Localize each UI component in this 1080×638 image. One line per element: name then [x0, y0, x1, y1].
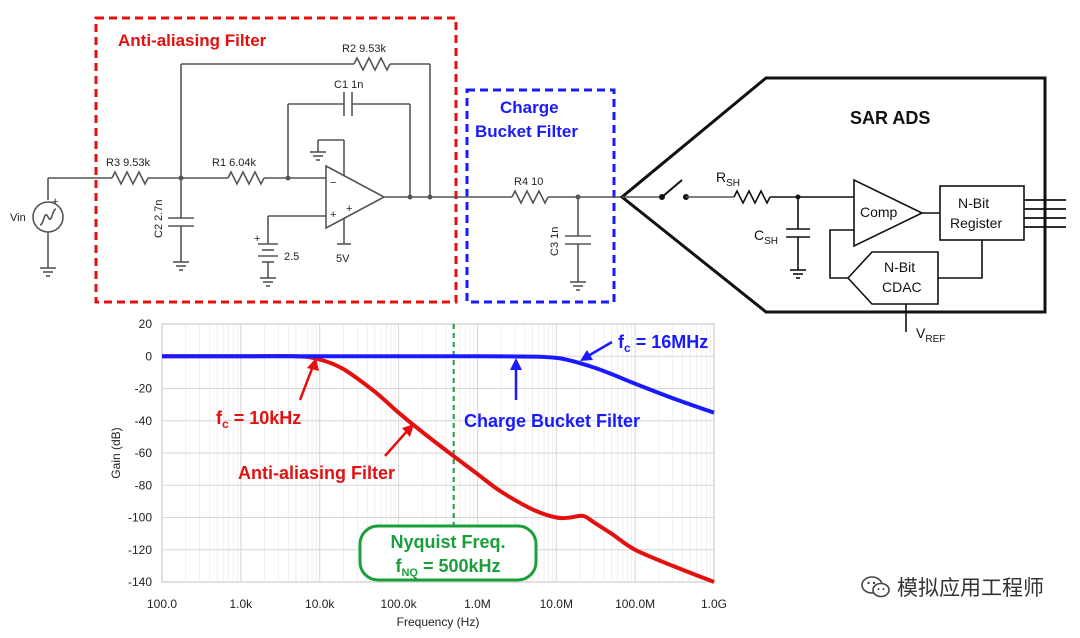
y-tick-label: -120 — [128, 543, 152, 557]
r2-label: R2 9.53k — [342, 43, 387, 55]
x-tick-label: 10.0M — [540, 597, 573, 611]
ground-icon — [173, 261, 189, 271]
r3-label: R3 9.53k — [106, 157, 151, 169]
svg-text:−: − — [330, 177, 336, 189]
annotation-arrows — [298, 340, 613, 457]
r1-resistor — [227, 170, 265, 186]
register-label-line2: Register — [950, 215, 1002, 231]
c1-label: C1 1n — [334, 79, 363, 91]
y-tick-label: -140 — [128, 575, 152, 589]
comparator — [853, 178, 924, 248]
watermark: 模拟应用工程师 — [861, 572, 1044, 602]
aaf-fc-annotation: fc = 10kHz — [216, 408, 301, 431]
register-block — [939, 185, 1025, 241]
bode-chart: 20 0 -20 -40 -60 -80 -100 -120 -140 100.0 1.0k 10.… — [109, 317, 727, 629]
opamp — [325, 164, 386, 230]
series-anti-aliasing-filter — [162, 354, 715, 584]
y-tick-label: -60 — [135, 446, 153, 460]
nyquist-callout-line2: fNQ = 500kHz — [395, 556, 500, 579]
cdac-label-line1: N-Bit — [884, 259, 915, 275]
x-tick-label: 100.0M — [615, 597, 655, 611]
r3-resistor — [111, 170, 149, 186]
x-axis-label: Frequency (Hz) — [397, 615, 480, 629]
r4-label: R4 10 — [514, 176, 543, 188]
cbf-name-annotation: Charge Bucket Filter — [464, 411, 640, 431]
anti-aliasing-filter-circuit: Anti-aliasing Filter + Vin R3 9.53k C2 2… — [10, 16, 458, 304]
cbf-title-line1: Charge — [500, 98, 559, 117]
battery-icon — [258, 243, 278, 263]
r2-resistor — [353, 56, 391, 72]
vref-label: VREF — [916, 325, 945, 345]
y-tick-label: 20 — [139, 317, 153, 331]
y-axis-label: Gain (dB) — [109, 427, 123, 478]
y-tick-label: 0 — [145, 349, 152, 363]
ref-voltage-label: 2.5 — [284, 251, 299, 263]
x-tick-label: 1.0k — [230, 597, 254, 611]
nyquist-callout-box — [358, 524, 538, 582]
x-tick-label: 1.0M — [464, 597, 491, 611]
x-tick-label: 1.0G — [701, 597, 727, 611]
ground-icon — [310, 151, 326, 161]
cbf-boundary-box — [465, 88, 616, 304]
nyquist-callout-line1: Nyquist Freq. — [390, 532, 505, 552]
y-tick-label: -40 — [135, 414, 153, 428]
x-tick-label: 10.0k — [305, 597, 335, 611]
ground-icon — [570, 281, 586, 291]
register-label-line1: N-Bit — [958, 195, 989, 211]
rsh-resistor — [733, 189, 771, 205]
y-axis-ticks: 20 0 -20 -40 -60 -80 -100 -120 -140 — [128, 317, 152, 589]
supply-label: 5V — [336, 253, 350, 265]
aaf-title: Anti-aliasing Filter — [118, 31, 267, 50]
aaf-name-annotation: Anti-aliasing Filter — [238, 463, 395, 483]
watermark-text: 模拟应用工程师 — [897, 576, 1044, 600]
adc-title: SAR ADS — [850, 108, 930, 128]
c3-label: C3 1n — [549, 227, 561, 256]
svg-text:+: + — [52, 196, 58, 208]
svg-text:+: + — [254, 233, 260, 245]
c2-label: C2 2.7n — [153, 199, 165, 238]
x-tick-label: 100.0k — [381, 597, 418, 611]
vin-label: Vin — [10, 212, 26, 224]
csh-label: CSH — [754, 227, 778, 247]
y-tick-label: -100 — [128, 511, 152, 525]
cdac-label-line2: CDAC — [882, 279, 922, 295]
wechat-icon — [861, 576, 890, 598]
comparator-label: Comp — [860, 204, 898, 220]
adc-outline — [619, 76, 1047, 314]
output-bus — [1024, 199, 1066, 228]
series-charge-bucket-filter — [162, 354, 715, 415]
aaf-boundary-box — [94, 16, 458, 304]
sample-switch — [661, 179, 683, 198]
svg-text:+: + — [330, 209, 336, 221]
r1-label: R1 6.04k — [212, 157, 257, 169]
cbf-title-line2: Bucket Filter — [475, 122, 578, 141]
sar-adc-block: SAR ADS RSH CSH Comp N-Bit Register — [619, 76, 1066, 345]
y-tick-label: -80 — [135, 478, 153, 492]
y-tick-label: -20 — [135, 382, 153, 396]
ground-icon — [40, 267, 56, 277]
rsh-label: RSH — [716, 169, 740, 189]
ground-icon — [790, 269, 806, 279]
r4-resistor — [511, 189, 549, 205]
ground-icon — [260, 277, 276, 287]
x-axis-ticks: 100.0 1.0k 10.0k 100.0k 1.0M 10.0M 100.0M 1.0G — [147, 597, 727, 611]
charge-bucket-filter-circuit: Charge Bucket Filter R4 10 C3 1n — [454, 88, 624, 304]
cbf-fc-annotation: fc = 16MHz — [618, 332, 708, 355]
x-tick-label: 100.0 — [147, 597, 177, 611]
svg-text:+: + — [346, 203, 352, 215]
